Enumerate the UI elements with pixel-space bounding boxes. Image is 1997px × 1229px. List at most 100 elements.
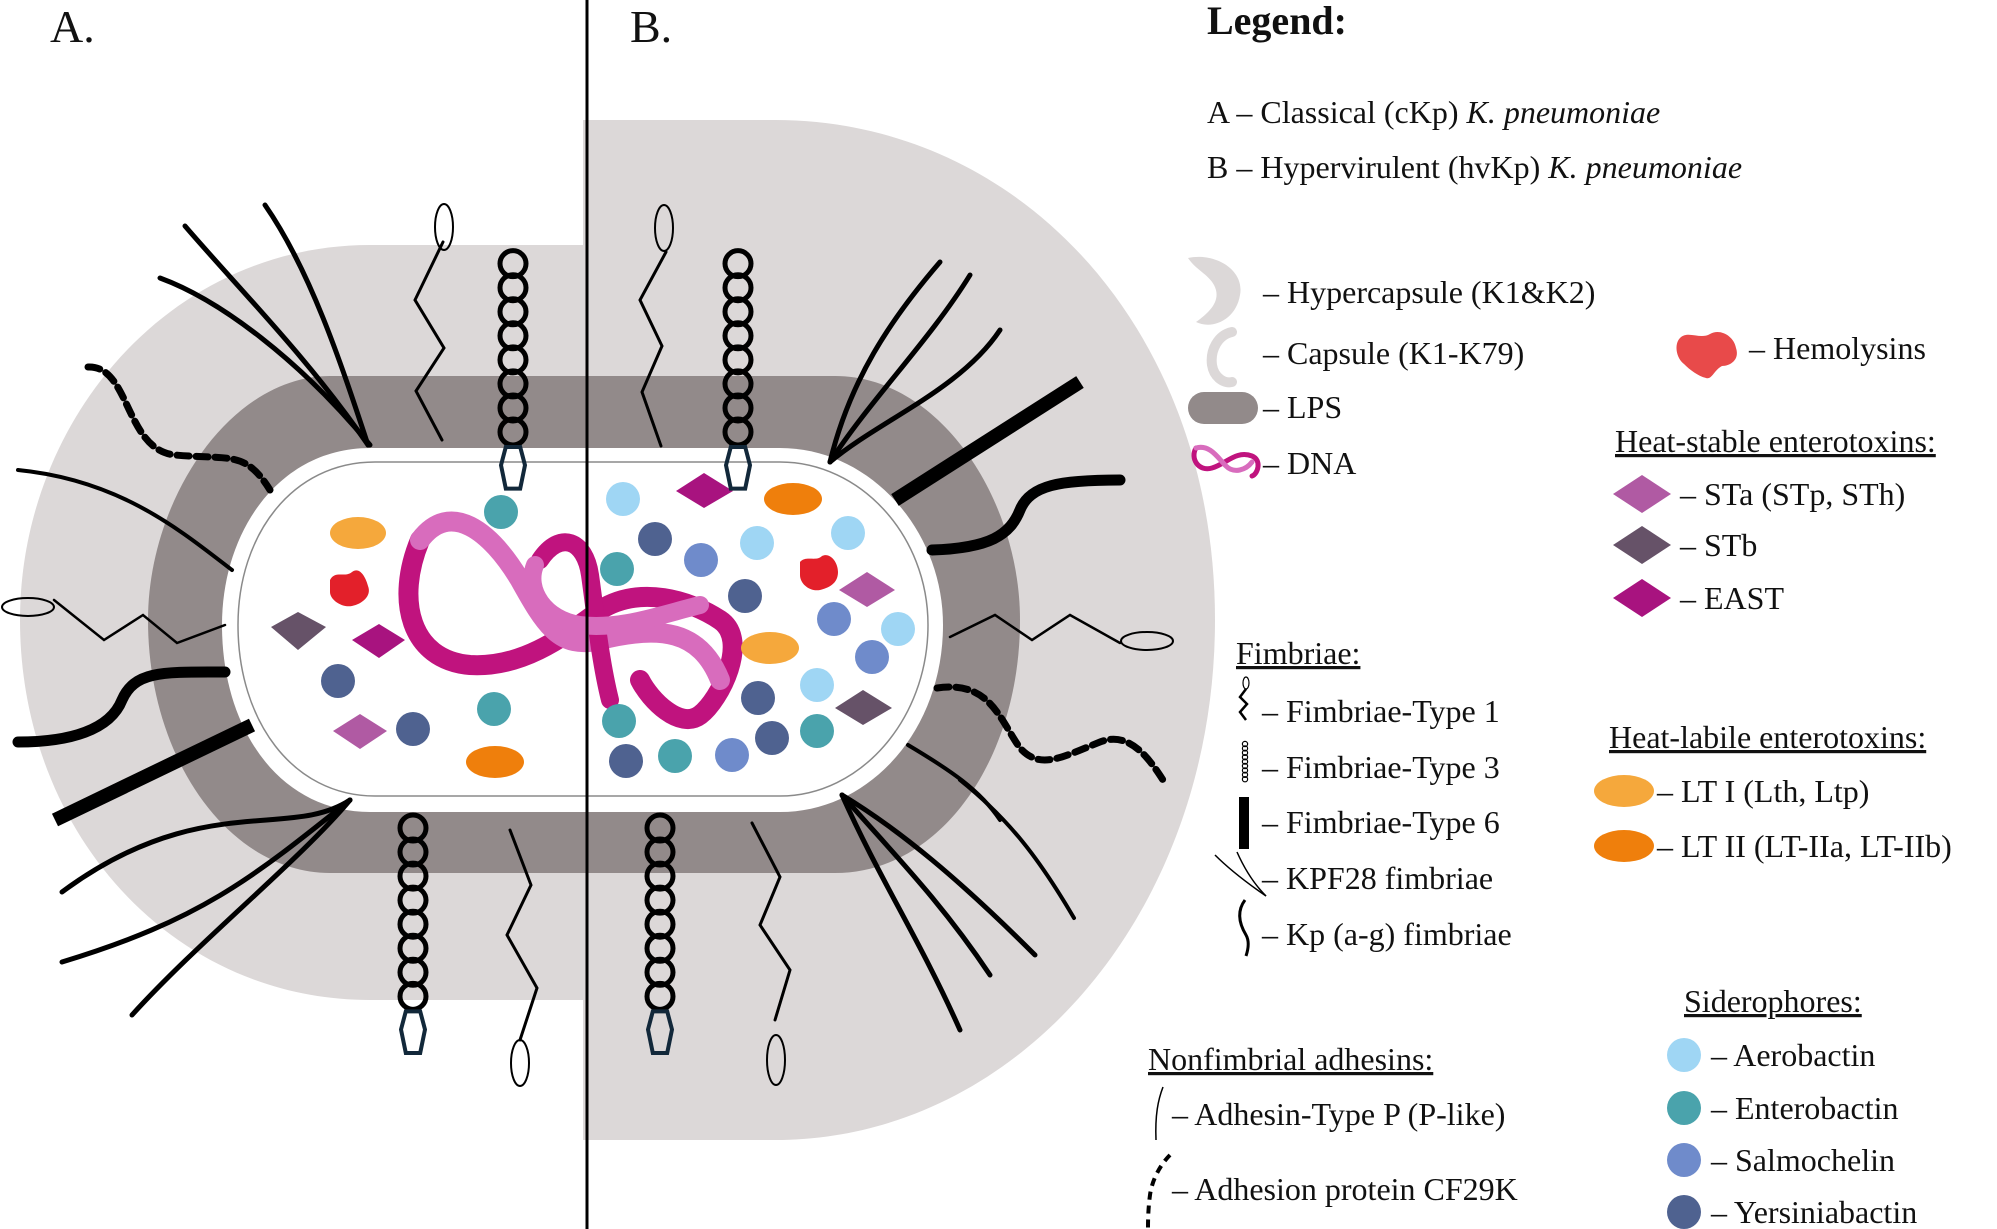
sta-diamond-icon	[1613, 475, 1671, 513]
kpf28-fimbria	[59, 797, 353, 895]
lt2-oval	[764, 483, 822, 515]
sta-diamond	[333, 714, 387, 749]
salmochelin-dot	[684, 543, 718, 577]
adhesin-type-p-label: – Adhesin-Type P (P-like)	[1171, 1096, 1505, 1132]
hypercapsule-label: – Hypercapsule (K1&K2)	[1262, 274, 1595, 310]
fimbriae-type3-icon-ring	[1241, 745, 1249, 752]
hypercapsule-icon	[1188, 256, 1241, 325]
enterobactin-dot	[484, 495, 518, 529]
kpf28-fimbria	[839, 792, 963, 1033]
kp-ag-fimbriae-label: – Kp (a-g) fimbriae	[1261, 916, 1512, 952]
salmochelin-dot	[715, 738, 749, 772]
fimbriae-type3-bottom-a	[397, 812, 429, 1055]
fimbriae-type1-tip	[434, 203, 454, 251]
legend: Legend: A – Classical (cKp) K. pneumonia…	[1146, 0, 1952, 1229]
fimbriae-type1-tip	[510, 1039, 530, 1087]
east-diamond-icon	[1613, 579, 1671, 617]
east-diamond	[352, 624, 405, 658]
panel-b-components	[600, 473, 915, 778]
fimbriae-type6	[891, 376, 1084, 506]
lt1-oval-icon	[1594, 775, 1654, 807]
yersiniabactin-dot	[741, 681, 775, 715]
panel-a-components	[271, 495, 524, 778]
fimbriae-type3-icon-ring	[1241, 767, 1249, 774]
aerobactin-dot	[831, 516, 865, 550]
stb-diamond-icon	[1613, 526, 1671, 564]
enterobactin-label: – Enterobactin	[1710, 1090, 1898, 1126]
fimbriae-type1	[638, 250, 668, 448]
kpf28-fimbria	[839, 792, 993, 978]
fimbriae-type3-icon-ring	[1241, 754, 1249, 761]
yersiniabactin-dot	[609, 744, 643, 778]
fimbriae-type1-tip	[1120, 631, 1174, 651]
fimbriae-type3-tip	[498, 445, 528, 491]
fimbriae-type3-ring	[497, 248, 529, 280]
cf29k-icon	[1146, 1153, 1172, 1229]
lt2-oval	[466, 746, 524, 778]
hemolysin-blob	[800, 555, 838, 591]
cell-diagram: A. B.	[1, 0, 1215, 1229]
fimbriae-type6	[51, 718, 256, 827]
aerobactin-dot	[800, 668, 834, 702]
salmochelin-dot	[855, 640, 889, 674]
panel-b-label: B.	[630, 1, 672, 52]
lps-icon	[1188, 392, 1258, 424]
fimbriae-type3-label: – Fimbriae-Type 3	[1261, 749, 1500, 785]
enterobactin-dot	[477, 692, 511, 726]
kpf28-fimbriae-label: – KPF28 fimbriae	[1261, 860, 1493, 896]
strain-a-text: A – Classical (cKp) K. pneumoniae	[1207, 94, 1660, 130]
east-label: – EAST	[1679, 580, 1784, 616]
fimbriae-type6-label: – Fimbriae-Type 6	[1261, 804, 1500, 840]
fimbriae-type3-icon-ring	[1241, 762, 1249, 770]
dna-icon	[1191, 444, 1261, 479]
dna-label: – DNA	[1262, 445, 1356, 481]
fimbriae-type3-tip	[645, 1009, 675, 1055]
lt1-label: – LT I (Lth, Ltp)	[1656, 773, 1869, 809]
capsule-icon	[1206, 327, 1237, 388]
enterobactin-dot	[800, 714, 834, 748]
fimbriae-type1	[52, 598, 227, 645]
yersiniabactin-icon	[1667, 1195, 1701, 1229]
fimbriae-type3-icon-ring	[1241, 749, 1249, 757]
legend-title: Legend:	[1207, 0, 1347, 43]
dna-icon	[398, 511, 743, 729]
fimbriae-type3-top-b	[722, 248, 754, 491]
hemolysin-icon	[1676, 331, 1737, 379]
strain-b-species: K. pneumoniae	[1547, 149, 1742, 185]
hemolysins-label: – Hemolysins	[1748, 330, 1926, 366]
kp-ag-fimbriae-icon	[1238, 899, 1250, 957]
aerobactin-dot	[740, 526, 774, 560]
stb-diamond	[271, 612, 326, 650]
stb-label: – STb	[1679, 527, 1757, 563]
panel-a-label: A.	[50, 1, 95, 52]
hemolysin-blob	[330, 570, 369, 607]
aerobactin-icon	[1667, 1038, 1701, 1072]
heat-stable-heading: Heat-stable enterotoxins:	[1615, 423, 1936, 459]
fimbriae-type1-tip	[766, 1034, 786, 1086]
strain-b-text: B – Hypervirulent (hvKp) K. pneumoniae	[1207, 149, 1742, 185]
fimbriae-type3-icon-ring	[1241, 758, 1249, 765]
yersiniabactin-dot	[396, 712, 430, 746]
fimbriae-type6-icon	[1239, 797, 1249, 849]
kp-ag-fimbria	[16, 468, 234, 572]
strain-b-prefix: B – Hypervirulent (hvKp)	[1207, 149, 1548, 185]
fimbriae-type3-top-a	[497, 248, 529, 491]
siderophores-heading: Siderophores:	[1684, 983, 1862, 1019]
strain-a-prefix: A – Classical (cKp)	[1207, 94, 1467, 130]
strain-a-species: K. pneumoniae	[1466, 94, 1661, 130]
stb-diamond	[835, 690, 892, 725]
lt2-label: – LT II (LT-IIa, LT-IIb)	[1656, 828, 1952, 864]
salmochelin-dot	[817, 602, 851, 636]
aerobactin-label: – Aerobactin	[1710, 1037, 1875, 1073]
yersiniabactin-dot	[728, 579, 762, 613]
fimbriae-type3-icon-ring	[1241, 776, 1249, 783]
fimbriae-type3-bottom-b	[644, 812, 676, 1055]
adhesin-type-p-icon	[1155, 1086, 1164, 1141]
fimbriae-type3-icon	[1241, 740, 1249, 783]
fimbriae-type1-label: – Fimbriae-Type 1	[1261, 693, 1500, 729]
fimbriae-type3-icon-ring	[1241, 771, 1249, 779]
kpf28-fimbria	[827, 272, 973, 465]
fimbriae-type3-tip	[398, 1009, 428, 1055]
lt2-oval-icon	[1594, 830, 1654, 862]
kpf28-fimbria	[827, 259, 943, 465]
